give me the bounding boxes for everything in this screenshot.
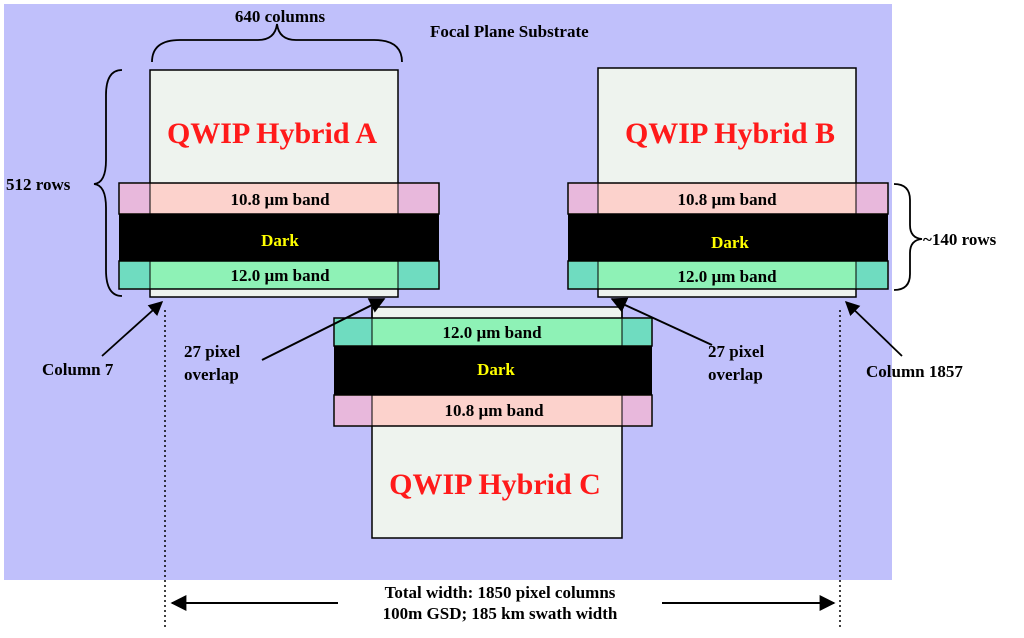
hybrid-c-band-120-right-edge — [622, 319, 651, 345]
rows-label: 512 rows — [6, 175, 71, 194]
hybrid-b-band-120-label: 12.0 µm band — [677, 267, 777, 286]
columns-brace — [151, 23, 403, 63]
hybrid-c: 12.0 µm band Dark 10.8 µm band QWIP Hybr… — [333, 306, 653, 539]
hybrid-b-band-120-left-edge — [569, 262, 598, 288]
columns-label: 640 columns — [235, 7, 326, 26]
hybrid-b: QWIP Hybrid B 10.8 µm band Dark 12.0 µm … — [567, 67, 889, 298]
hybrid-c-dark — [334, 346, 652, 395]
hybrid-c-title: QWIP Hybrid C — [389, 468, 601, 501]
hybrid-a-dark-label: Dark — [261, 231, 299, 250]
hybrid-b-band-108-label: 10.8 µm band — [677, 190, 777, 209]
hybrid-a-band-120 — [118, 260, 440, 290]
hybrid-a-band-108-left-edge — [120, 184, 150, 213]
overlap-right-label-2: overlap — [708, 365, 763, 384]
overlap-right-label-1: 27 pixel — [708, 342, 764, 361]
band-rows-label: ~140 rows — [923, 230, 997, 249]
hybrid-c-band-120-left-edge — [335, 319, 372, 345]
hybrid-c-dark-label: Dark — [477, 360, 515, 379]
column-1857-arrow — [844, 301, 903, 357]
hybrid-a-band-120-left-edge — [120, 262, 150, 288]
hybrid-a-band-108 — [118, 182, 440, 215]
hybrid-b-band-108-left-edge — [569, 184, 598, 213]
overlap-right-arrow — [610, 297, 713, 346]
hybrid-a-band-120-right-edge — [398, 262, 438, 288]
hybrid-c-band-108 — [333, 394, 653, 427]
total-width-label-1: Total width: 1850 pixel columns — [385, 583, 616, 602]
hybrid-a-dark — [119, 214, 439, 261]
column-1857-label: Column 1857 — [866, 362, 963, 381]
substrate-title: Focal Plane Substrate — [430, 22, 589, 41]
hybrid-c-band-108-right-edge — [622, 396, 651, 425]
hybrid-b-dark-label: Dark — [711, 233, 749, 252]
hybrid-a-band-108-right-edge — [398, 184, 438, 213]
overlap-left-arrow — [261, 298, 386, 361]
hybrid-c-band-108-label: 10.8 µm band — [444, 401, 544, 420]
total-width-label-2: 100m GSD; 185 km swath width — [383, 604, 618, 623]
hybrid-b-band-108 — [567, 182, 889, 215]
hybrid-c-band-120 — [333, 317, 653, 347]
hybrid-a-band-120-label: 12.0 µm band — [230, 266, 330, 285]
hybrid-a-title: QWIP Hybrid A — [167, 117, 377, 150]
hybrid-a-band-108-label: 10.8 µm band — [230, 190, 330, 209]
overlap-left-label-2: overlap — [184, 365, 239, 384]
column-7-label: Column 7 — [42, 360, 114, 379]
overlap-left-label-1: 27 pixel — [184, 342, 240, 361]
total-width-label-bg — [338, 582, 662, 626]
column-7-arrow — [101, 301, 164, 357]
hybrid-c-band-108-left-edge — [335, 396, 372, 425]
hybrid-b-dark — [568, 214, 888, 261]
hybrid-c-band-120-label: 12.0 µm band — [442, 323, 542, 342]
hybrid-b-band-120-right-edge — [856, 262, 887, 288]
hybrid-a: QWIP Hybrid A 10.8 µm band Dark 12.0 µm … — [118, 69, 440, 298]
hybrid-b-band-120 — [567, 260, 889, 290]
rows-brace — [93, 69, 123, 297]
band-rows-brace — [893, 183, 923, 291]
hybrid-b-band-108-right-edge — [856, 184, 887, 213]
hybrid-b-title: QWIP Hybrid B — [625, 117, 835, 150]
